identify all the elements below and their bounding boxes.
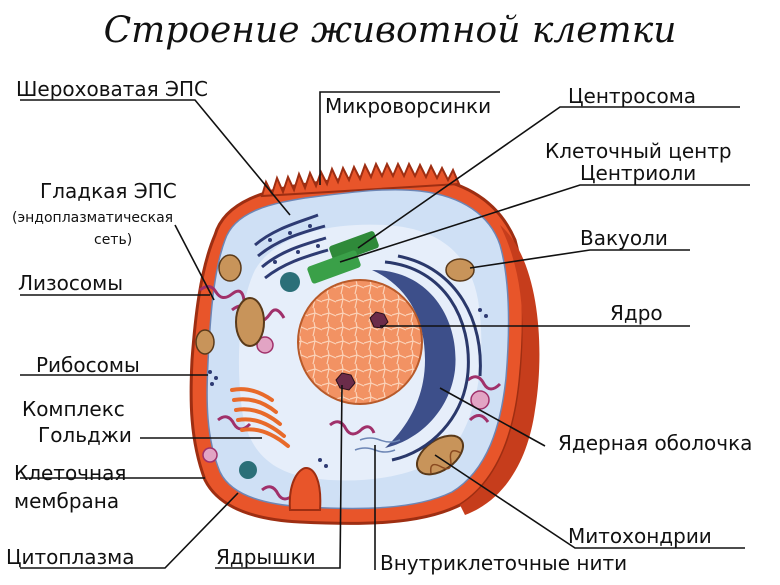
label-centrioles: Центриоли <box>580 161 696 185</box>
label-membrane-1: Клеточная <box>14 461 126 485</box>
leader-cytoplasm <box>20 492 239 569</box>
microvilli <box>260 161 461 198</box>
label-smooth-er-note-2: сеть) <box>94 232 132 248</box>
label-smooth-er: Гладкая ЭПС <box>40 179 177 203</box>
leader-smooth-er <box>174 224 215 301</box>
label-mitochondria: Митохондрии <box>568 524 712 548</box>
membrane-right-edge <box>460 225 540 515</box>
nuclear-envelope-layers <box>384 254 482 462</box>
label-golgi-2: Гольджи <box>38 423 132 447</box>
leader-microvilli <box>319 91 500 185</box>
label-nucleoli: Ядрышки <box>216 545 316 569</box>
nucleus <box>297 279 423 405</box>
leader-nuclear-envelope <box>439 387 546 447</box>
labels: Шероховатая ЭПС Микроворсинки Центросома… <box>6 77 752 575</box>
golgi-apparatus <box>230 387 290 448</box>
leader-lines <box>20 91 750 570</box>
leader-rough-er <box>20 99 291 216</box>
rough-er <box>254 213 329 280</box>
diagram-title: Строение животной клетки <box>104 10 677 51</box>
label-cell-center: Клеточный центр <box>545 139 732 163</box>
label-nuclear-envelope: Ядерная оболочка <box>558 431 752 455</box>
label-lysosomes: Лизосомы <box>18 271 123 295</box>
label-centrosome: Центросома <box>568 84 696 108</box>
label-smooth-er-note-1: (эндоплазматическая <box>12 210 173 226</box>
label-microvilli: Микроворсинки <box>325 94 491 118</box>
leader-nucleoli <box>215 384 343 569</box>
label-cytoplasm: Цитоплазма <box>6 545 135 569</box>
centrosome <box>307 231 379 284</box>
leader-centrosome <box>357 106 740 249</box>
ribosomes <box>208 308 488 468</box>
label-vacuoles: Вакуоли <box>580 226 668 250</box>
membrane-notch <box>288 466 322 511</box>
label-nucleus: Ядро <box>610 301 663 325</box>
leader-vacuoles <box>469 249 690 269</box>
nucleoli <box>335 311 389 391</box>
label-membrane-2: мембрана <box>14 489 119 513</box>
label-ribosomes: Рибосомы <box>36 353 140 377</box>
rough-er-ribosomes <box>268 224 320 264</box>
vacuoles <box>195 254 475 479</box>
leader-centrioles <box>339 184 750 263</box>
nuclear-envelope <box>372 270 456 448</box>
label-golgi-1: Комплекс <box>22 397 125 421</box>
label-rough-er: Шероховатая ЭПС <box>16 77 208 101</box>
leader-mitochondria <box>434 454 745 549</box>
label-filaments: Внутриклеточные нити <box>380 551 627 575</box>
